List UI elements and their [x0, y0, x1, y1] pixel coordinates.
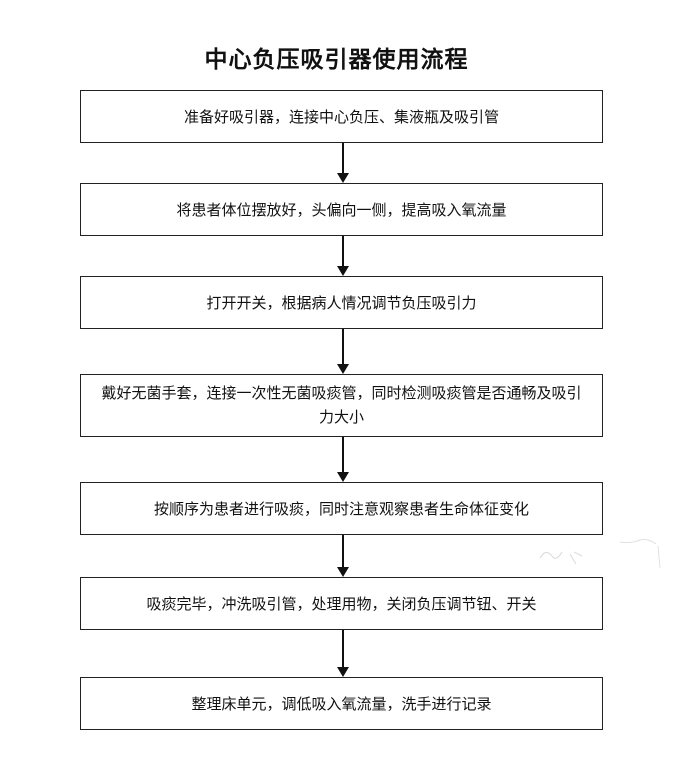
step-box-7: 整理床单元，调低吸入氧流量，洗手进行记录 [80, 677, 603, 730]
step-box-4: 戴好无菌手套，连接一次性无菌吸痰管，同时检测吸痰管是否通畅及吸引力大小 [80, 374, 603, 437]
step-box-2: 将患者体位摆放好，头偏向一侧，提高吸入氧流量 [80, 183, 603, 236]
step-text-3: 打开开关，根据病人情况调节负压吸引力 [206, 293, 477, 312]
step-text-1: 准备好吸引器，连接中心负压、集液瓶及吸引管 [183, 107, 499, 126]
step-text-7: 整理床单元，调低吸入氧流量，洗手进行记录 [191, 694, 492, 713]
arrow-6-to-7 [336, 630, 350, 677]
arrow-4-to-5 [336, 437, 350, 482]
arrow-1-to-2 [336, 143, 350, 183]
step-text-2: 将患者体位摆放好，头偏向一侧，提高吸入氧流量 [176, 200, 507, 219]
step-text-4: 戴好无菌手套，连接一次性无菌吸痰管，同时检测吸痰管是否通畅及吸引力大小 [101, 384, 582, 426]
step-box-1: 准备好吸引器，连接中心负压、集液瓶及吸引管 [80, 90, 603, 143]
scan-artifact-marks [539, 539, 661, 569]
step-box-5: 按顺序为患者进行吸痰，同时注意观察患者生命体征变化 [80, 482, 603, 535]
step-text-6: 吸痰完毕，冲洗吸引管，处理用物，关闭负压调节钮、开关 [146, 594, 537, 613]
arrow-5-to-6 [336, 535, 350, 577]
step-text-5: 按顺序为患者进行吸痰，同时注意观察患者生命体征变化 [153, 499, 529, 518]
step-box-6: 吸痰完毕，冲洗吸引管，处理用物，关闭负压调节钮、开关 [80, 577, 603, 630]
diagram-title: 中心负压吸引器使用流程 [204, 47, 469, 73]
arrow-3-to-4 [336, 329, 350, 374]
step-box-3: 打开开关，根据病人情况调节负压吸引力 [80, 276, 603, 329]
arrow-2-to-3 [336, 236, 350, 276]
